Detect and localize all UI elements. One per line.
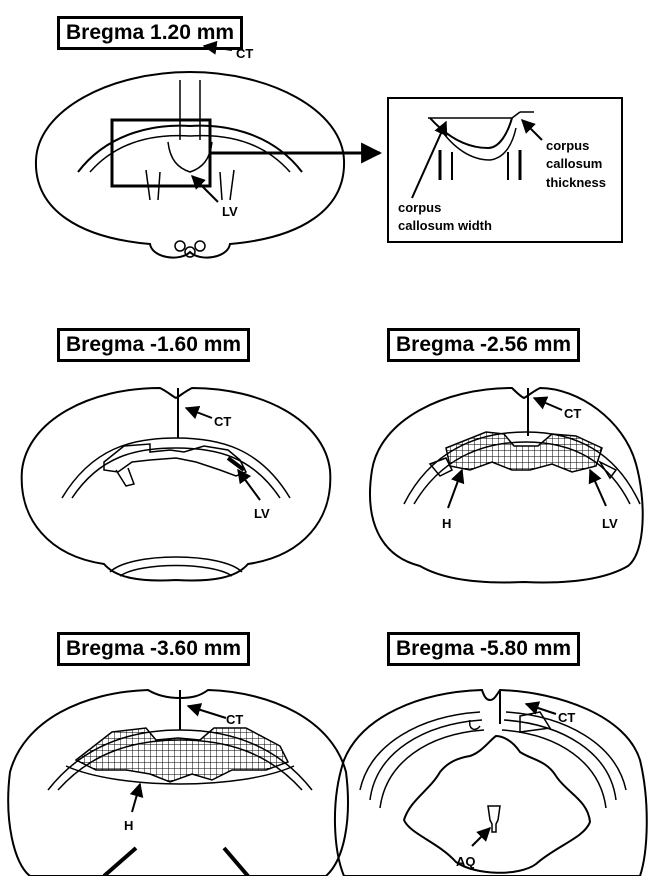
aq-label-5: AQ xyxy=(456,854,476,869)
section-outline xyxy=(8,690,348,876)
inset-cc-width-line1: corpus xyxy=(398,200,441,215)
section-bregma-minus-1-60 xyxy=(22,388,331,580)
hippocampus-region xyxy=(76,728,288,782)
ct-label-3: CT xyxy=(564,406,581,421)
section-bregma-1-20 xyxy=(36,72,380,258)
ct-arrow-1 xyxy=(204,46,232,50)
ct-arrow-3 xyxy=(534,398,562,410)
h-label-3: H xyxy=(442,516,451,531)
ct-arrow-4 xyxy=(188,706,226,718)
section-outline xyxy=(370,388,643,582)
lv-label-2: LV xyxy=(254,506,270,521)
ct-label-1: CT xyxy=(236,46,253,61)
section-outline xyxy=(36,72,344,258)
cc-thickness-arrow xyxy=(522,120,542,140)
lateral-ventricle xyxy=(104,444,246,476)
ct-arrow-2 xyxy=(186,408,212,418)
h-arrow-4 xyxy=(132,784,140,812)
section-bregma-minus-2-56 xyxy=(370,388,643,582)
inset-cc-thickness-line2: callosum xyxy=(546,156,602,171)
inset-cc-thickness-line1: corpus xyxy=(546,138,589,153)
h-arrow-3 xyxy=(448,470,462,508)
ct-label-4: CT xyxy=(226,712,243,727)
section-bregma-minus-5-80 xyxy=(335,690,647,876)
inset-cc-width-line2: callosum width xyxy=(398,218,492,233)
inset-cc-thickness-line3: thickness xyxy=(546,175,606,190)
zoom-box xyxy=(112,120,210,186)
section-outline xyxy=(22,388,331,580)
h-label-4: H xyxy=(124,818,133,833)
ct-label-2: CT xyxy=(214,414,231,429)
lv-label-3: LV xyxy=(602,516,618,531)
hippocampus-region xyxy=(446,432,602,472)
aq-arrow-5 xyxy=(472,828,490,846)
section-outline xyxy=(335,690,647,876)
lv-arrow-3 xyxy=(590,470,606,506)
lv-label-1: LV xyxy=(222,204,238,219)
ct-label-5: CT xyxy=(558,710,575,725)
lv-arrow-2 xyxy=(238,470,260,500)
brainstem xyxy=(404,736,590,873)
lv-arrow-1 xyxy=(192,176,218,202)
section-bregma-minus-3-60 xyxy=(8,690,348,876)
